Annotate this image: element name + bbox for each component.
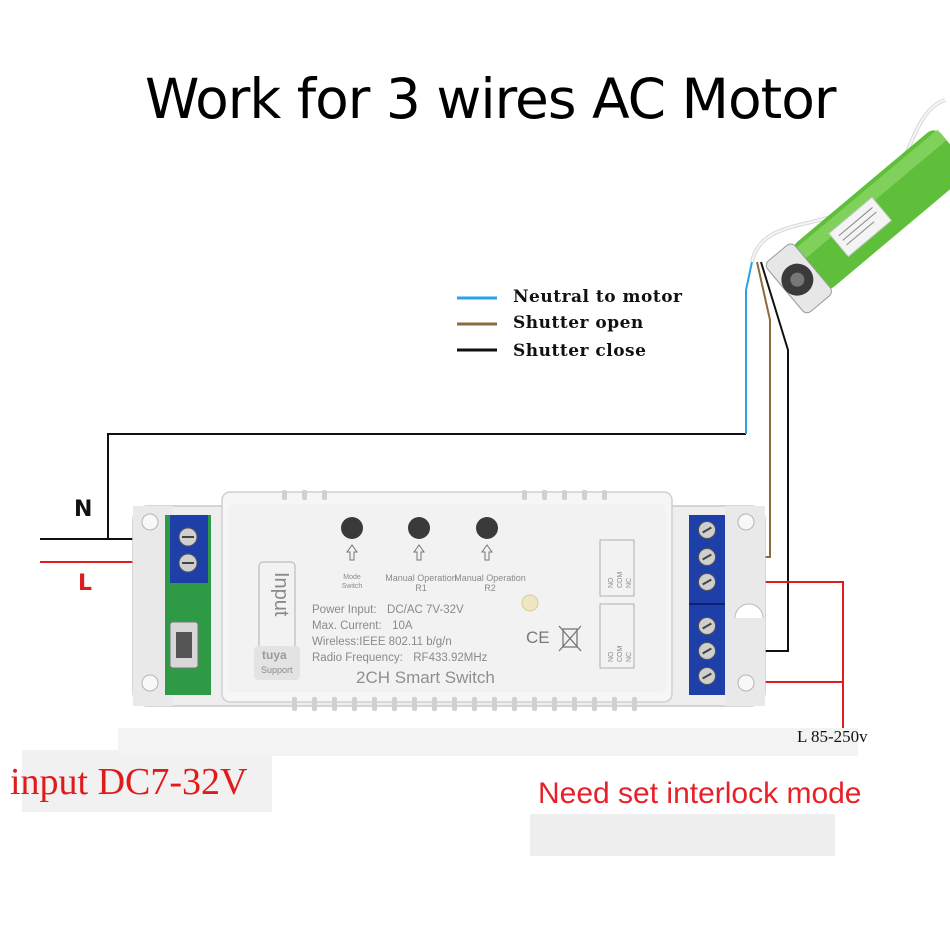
tuya-support: Support (261, 665, 293, 675)
screw-icon (698, 548, 716, 566)
legend-label-neutral: Neutral to motor (513, 287, 683, 307)
weee-bin-icon (558, 625, 582, 652)
neutral-wire-black (40, 433, 746, 540)
neutral-to-motor-wire (745, 261, 753, 434)
mount-hole-icon (141, 513, 159, 531)
screw-icon (698, 573, 716, 591)
relay2-label-box (599, 603, 635, 669)
screw-icon (698, 667, 716, 685)
screw-icon (698, 642, 716, 660)
spec-current: Max. Current: 10A (312, 620, 413, 632)
arrow-up-icon (413, 544, 425, 561)
ac-line-label: L 85-250v (797, 727, 868, 746)
screw-icon (698, 617, 716, 635)
manual-r2-label: Manual Operation R2 (454, 573, 526, 593)
screw-icon (698, 521, 716, 539)
diagram-title: Work for 3 wires AC Motor (145, 67, 836, 131)
mode-switch-button[interactable] (341, 517, 363, 539)
ce-mark: CE (526, 628, 550, 647)
relay1-label-box (599, 539, 635, 597)
arrow-up-icon (346, 544, 358, 561)
device-name: 2CH Smart Switch (356, 668, 495, 687)
line-label: L (78, 571, 93, 596)
manual-r2-button[interactable] (476, 517, 498, 539)
spec-radio: Radio Frequency: RF433.92MHz (312, 652, 488, 664)
spec-wireless: Wireless:IEEE 802.11 b/g/n (312, 636, 452, 648)
smart-switch-device (132, 490, 766, 711)
neutral-label: N (74, 497, 93, 522)
manual-r1-button[interactable] (408, 517, 430, 539)
arrow-up-icon (481, 544, 493, 561)
relay1-labels: NO COM NC (608, 571, 633, 588)
tubular-motor (765, 129, 950, 314)
input-terminal-block (170, 515, 208, 583)
mount-hole-icon (141, 674, 159, 692)
mode-switch-label: Mode Switch (341, 574, 363, 590)
note-label-bg (530, 814, 835, 856)
manual-r1-label: Manual Operation R1 (385, 573, 457, 593)
input-label-text: Input (270, 572, 292, 617)
mount-hole-icon (737, 674, 755, 692)
tuya-logo: tuya (262, 648, 287, 662)
live-com-wire (709, 581, 844, 683)
spec-power: Power Input: DC/AC 7V-32V (312, 604, 464, 616)
vent-slots (282, 490, 637, 711)
dc-input-label: input DC7-32V (10, 761, 248, 803)
interlock-note: Need set interlock mode (538, 777, 862, 810)
legend-label-close: Shutter close (513, 341, 647, 361)
legend-label-open: Shutter open (513, 313, 644, 333)
tuya-badge (254, 646, 300, 680)
mount-hole-icon (737, 513, 755, 531)
relay2-labels: NO COM NC (608, 645, 633, 662)
status-led (521, 594, 539, 612)
dc-input-label-bg (22, 750, 272, 812)
